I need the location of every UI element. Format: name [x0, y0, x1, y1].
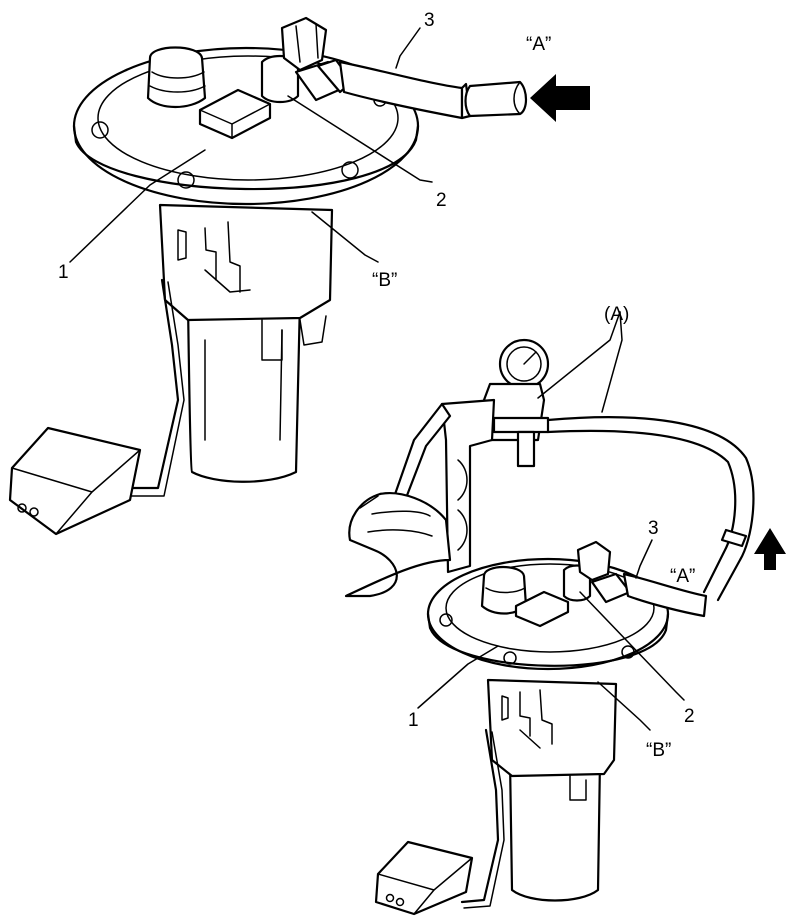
hand — [344, 492, 452, 598]
bottom-fuel-pump-assembly — [344, 311, 786, 916]
bottom-label-part-1: 1 — [408, 710, 419, 731]
bottom-label-b: “B” — [646, 740, 671, 761]
top-label-part-1: 1 — [58, 262, 69, 283]
top-float — [8, 426, 142, 536]
top-block — [198, 88, 272, 140]
bottom-hose — [622, 572, 708, 618]
vacuum-hose — [546, 416, 755, 602]
top-label-b: “B” — [372, 270, 397, 291]
top-label-part-3: 3 — [424, 10, 435, 31]
bottom-float — [374, 840, 474, 916]
top-float-arm — [126, 278, 180, 490]
top-pump-body — [186, 290, 302, 483]
bottom-air-arrow — [754, 528, 786, 570]
top-pump-bracket — [158, 203, 334, 322]
top-fuel-pump-assembly — [8, 16, 590, 536]
bottom-pump-body — [508, 758, 602, 902]
vacuum-pump-handle — [440, 398, 496, 574]
top-outlet-fitting — [260, 54, 300, 104]
bottom-label-tool: (A) — [604, 304, 629, 325]
bottom-label-part-2: 2 — [684, 706, 695, 727]
top-label-part-2: 2 — [436, 190, 447, 211]
bottom-label-part-3: 3 — [648, 518, 659, 539]
top-air-arrow — [530, 74, 590, 122]
bottom-label-a: “A” — [670, 566, 695, 587]
top-label-a: “A” — [526, 34, 551, 55]
